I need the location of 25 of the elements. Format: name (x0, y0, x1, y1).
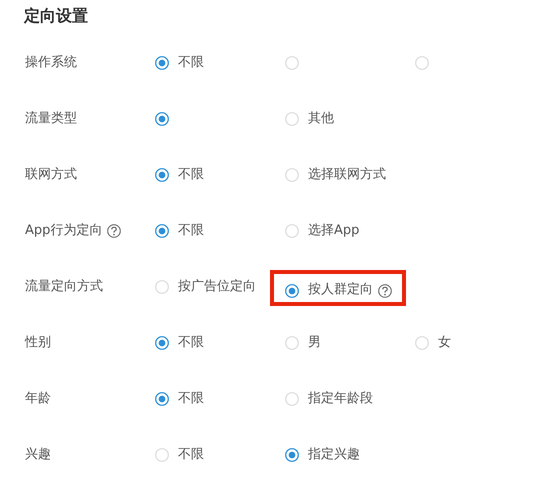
option-label: 指定年龄段 (308, 391, 373, 407)
section-title: 定向设置 (24, 6, 88, 27)
field-label: 兴趣 (25, 447, 51, 463)
field-label: 联网方式 (25, 167, 77, 183)
field-label: 流量类型 (25, 111, 77, 127)
option-label: 男 (308, 335, 321, 351)
highlight-frame (270, 270, 406, 306)
field-label: App行为定向 (25, 223, 102, 239)
option-label: 其他 (308, 111, 334, 127)
option-label: 按广告位定向 (178, 279, 256, 295)
option-label: 不限 (178, 335, 204, 351)
option-label: 指定兴趣 (308, 447, 360, 463)
field-label: 流量定向方式 (25, 279, 103, 295)
option-label: 女 (438, 335, 451, 351)
option-label: 不限 (178, 167, 204, 183)
field-label: 性别 (25, 335, 51, 351)
option-label: 不限 (178, 391, 204, 407)
option-label: 不限 (178, 223, 204, 239)
option-label: 选择联网方式 (308, 167, 386, 183)
option-label: 按人群定向 (308, 282, 373, 298)
option-label: 不限 (178, 55, 204, 71)
option-label: 选择App (308, 223, 360, 239)
field-label: 操作系统 (25, 55, 77, 71)
field-label: 年龄 (25, 391, 51, 407)
option-label: 不限 (178, 447, 204, 463)
